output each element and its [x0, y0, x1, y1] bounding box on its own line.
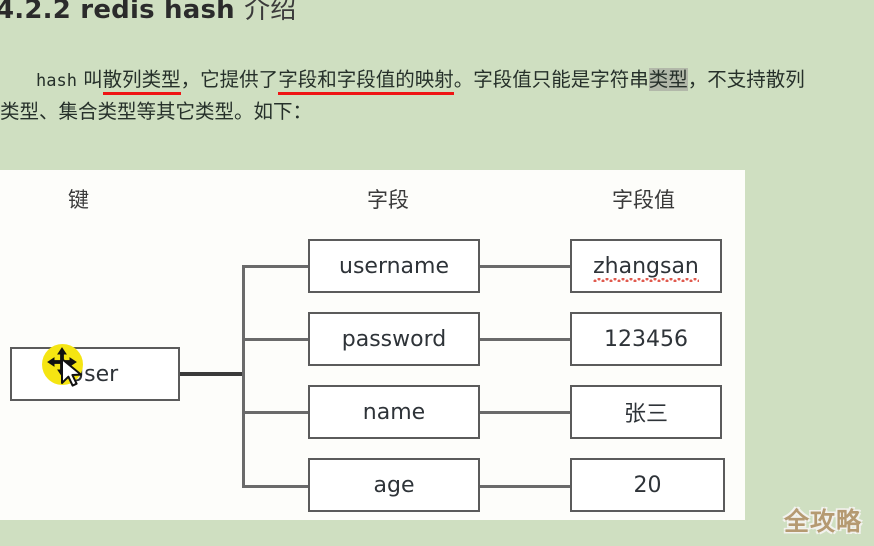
heading-number: 4.2.2 [0, 0, 72, 25]
connector-field-value-2 [479, 338, 571, 341]
paragraph-line-1: hash 叫散列类型，它提供了字段和字段值的映射。字段值只能是字符串类型，不支持… [0, 64, 874, 97]
value-box-zhangsan[interactable]: zhangsan [570, 239, 722, 293]
value-box-zhangsan-cn[interactable]: 张三 [570, 385, 722, 439]
field-label: password [341, 326, 447, 352]
text-tail: ，不支持散列 [687, 68, 805, 91]
highlighted-term-type: 类型 [648, 68, 688, 91]
heading-cn: 介绍 [244, 0, 297, 25]
field-box-password[interactable]: password [308, 312, 480, 366]
term-hash: hash [36, 71, 77, 91]
value-label: 张三 [623, 402, 668, 427]
underlined-term-field-mapping: 字段和字段值的映射 [278, 68, 454, 95]
paragraph-line-2: 类型、集合类型等其它类型。如下： [0, 100, 313, 123]
text-jiao: 叫 [76, 68, 103, 91]
field-box-age[interactable]: age [308, 458, 480, 512]
connector-field-value-1 [479, 265, 571, 268]
field-label: username [339, 253, 449, 279]
value-label: zhangsan [593, 253, 699, 282]
field-label: age [373, 472, 415, 498]
key-box-user[interactable]: User [10, 347, 180, 401]
connector-trunk-vertical [242, 266, 245, 488]
column-header-key: 键 [68, 188, 89, 212]
column-header-field: 字段 [367, 188, 409, 212]
page-title: 4.2.2 redis hash 介绍 [0, 0, 297, 26]
column-header-field-value: 字段值 [612, 188, 675, 212]
connector-branch-1 [242, 265, 310, 268]
field-box-name[interactable]: name [308, 385, 480, 439]
value-label: 123456 [604, 326, 688, 352]
connector-branch-2 [242, 338, 310, 341]
connector-field-value-3 [479, 411, 571, 414]
watermark: 全攻略 [783, 507, 862, 536]
text-mid-1: ，它提供了 [180, 68, 279, 91]
connector-branch-3 [242, 411, 310, 414]
heading-latin: redis hash [80, 0, 235, 25]
value-box-123456[interactable]: 123456 [570, 312, 722, 366]
field-label: name [362, 399, 426, 425]
value-label: 20 [633, 472, 662, 498]
value-box-20[interactable]: 20 [570, 458, 725, 512]
field-box-username[interactable]: username [308, 239, 480, 293]
connector-field-value-4 [479, 485, 571, 488]
underlined-term-hash-type: 散列类型 [102, 68, 181, 95]
cursor-highlight-halo [42, 344, 83, 385]
text-mid-2: 。字段值只能是字符串 [453, 68, 649, 91]
connector-branch-4 [242, 485, 310, 488]
connector-key-to-trunk [180, 372, 244, 376]
